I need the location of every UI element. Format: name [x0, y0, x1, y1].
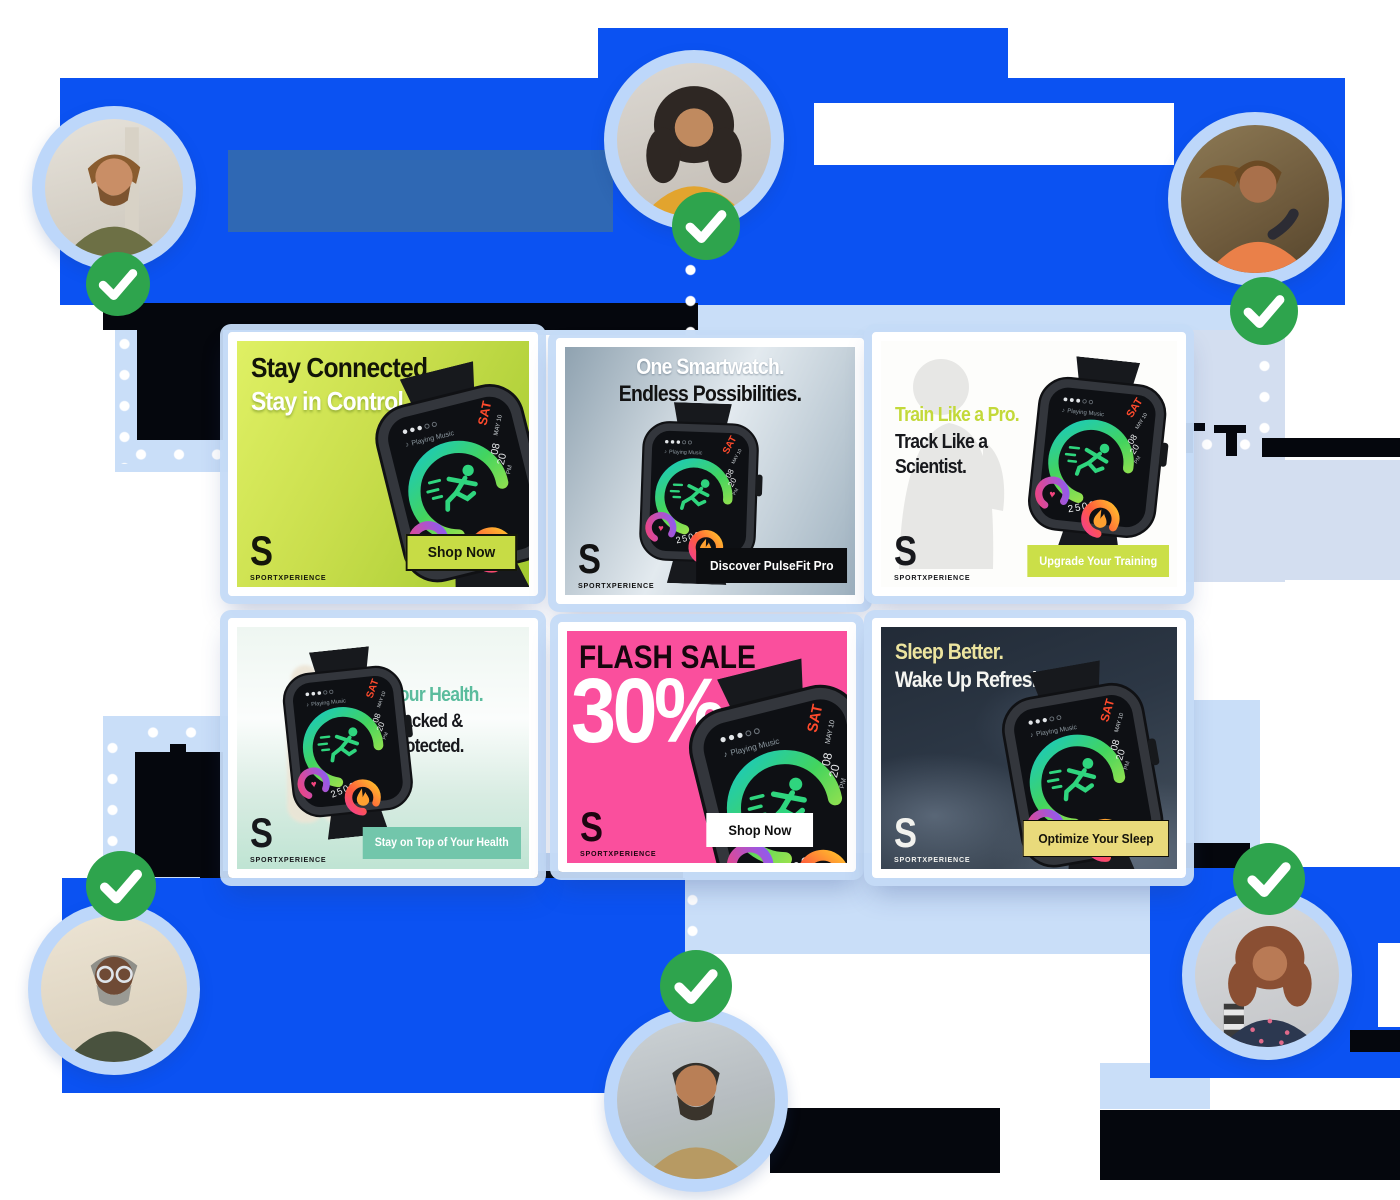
card-subheadline: Wake Up Refreshed.	[895, 667, 1070, 692]
card-headline: One Smartwatch.	[636, 354, 784, 379]
avatar-bottom-right	[1182, 890, 1352, 1060]
decor-dots	[686, 892, 699, 954]
cta-button[interactable]: Discover PulseFit Pro	[695, 548, 847, 583]
decor-dots	[118, 336, 131, 464]
brand-logo-name: SPORTXPERIENCE	[578, 580, 655, 590]
decor-dots	[146, 726, 204, 739]
avatar-photo	[41, 916, 187, 1062]
approval-check-icon	[1230, 277, 1298, 345]
cta-button[interactable]: Upgrade Your Training	[1027, 545, 1169, 577]
avatar-top-right	[1168, 112, 1342, 286]
cta-button[interactable]: Optimize Your Sleep	[1022, 820, 1169, 857]
decor-dots	[106, 740, 119, 854]
brand-logo-letter: S	[578, 534, 601, 582]
decor-dots	[134, 448, 230, 461]
person-icon	[1220, 926, 1319, 1047]
cta-button[interactable]: Stay on Top of Your Health	[363, 827, 521, 859]
brand-logo: S SPORTXPERIENCE	[894, 526, 974, 582]
black-block-left	[137, 320, 223, 440]
brand-logo-letter: S	[250, 808, 273, 856]
person-icon	[64, 955, 164, 1062]
avatar-bottom-left	[28, 903, 200, 1075]
avatar-photo	[617, 1021, 775, 1179]
black-glyph-2	[1183, 423, 1205, 431]
ad-card-one-smartwatch[interactable]: One Smartwatch. Endless Possibilities. D…	[556, 338, 864, 604]
brand-logo-name: SPORTXPERIENCE	[250, 572, 327, 582]
person-icon	[642, 1062, 750, 1179]
dark-blue-placeholder	[228, 150, 613, 232]
smartwatch-graphic	[1003, 351, 1177, 567]
card-headline: Sleep Better.	[895, 639, 1004, 664]
brand-logo-name: SPORTXPERIENCE	[894, 854, 971, 864]
decor-dots	[1258, 358, 1271, 438]
black-bar-bottom-center	[770, 1108, 1000, 1173]
person-silhouette	[899, 359, 1005, 569]
person-icon	[1198, 160, 1309, 273]
ad-card-stay-connected[interactable]: Stay Connected. Stay in Control. Shop No…	[228, 332, 538, 596]
brand-logo: S SPORTXPERIENCE	[580, 802, 660, 858]
person-icon	[64, 127, 164, 257]
approval-check-icon	[1233, 843, 1305, 915]
brand-logo-letter: S	[250, 526, 273, 574]
brand-logo: S SPORTXPERIENCE	[578, 534, 658, 590]
card-subheadline: Track Like a Scientist.	[895, 431, 988, 478]
avatar-top-left	[32, 106, 196, 270]
decor-dots	[684, 262, 697, 336]
brand-logo-letter: S	[580, 802, 603, 850]
black-block-row2-left	[135, 752, 223, 877]
avatar-photo	[617, 63, 771, 217]
brand-logo: S SPORTXPERIENCE	[250, 808, 330, 864]
brand-logo-name: SPORTXPERIENCE	[894, 572, 971, 582]
brand-logo-letter: S	[894, 808, 917, 856]
brand-logo-name: SPORTXPERIENCE	[250, 854, 327, 864]
ad-card-your-health[interactable]: Your Health. Tracked & Protected. Stay o…	[228, 618, 538, 878]
card-headline: Stay Connected.	[251, 352, 434, 383]
avatar-photo	[1181, 125, 1329, 273]
brand-logo-name: SPORTXPERIENCE	[580, 848, 657, 858]
white-fragment-right	[1378, 943, 1400, 1027]
ad-card-train-like-pro[interactable]: Train Like a Pro. Track Like a Scientist…	[872, 332, 1186, 596]
card-headline: FLASH SALE	[579, 639, 756, 675]
panel-right-extension	[1285, 460, 1400, 580]
cta-button[interactable]: Shop Now	[705, 813, 813, 847]
card-subheadline: Endless Possibilities.	[618, 381, 802, 406]
avatar-photo	[1195, 903, 1339, 1047]
brand-logo: S SPORTXPERIENCE	[250, 526, 330, 582]
white-placeholder-bar	[814, 103, 1174, 165]
approval-check-icon	[660, 950, 732, 1022]
approval-check-icon	[672, 192, 740, 260]
brand-logo-letter: S	[894, 526, 917, 574]
ad-card-sleep-better[interactable]: Sleep Better. Wake Up Refreshed. Optimiz…	[872, 618, 1186, 878]
cta-button[interactable]: Shop Now	[405, 534, 517, 571]
brand-logo: S SPORTXPERIENCE	[894, 808, 974, 864]
approval-check-icon	[86, 252, 150, 316]
black-dash-right	[1350, 1030, 1400, 1052]
avatar-photo	[45, 119, 183, 257]
black-bar-bottom-right	[1100, 1110, 1400, 1180]
card-subheadline: Stay in Control.	[251, 386, 410, 416]
approval-check-icon	[86, 851, 156, 921]
card-headline: Your Health.	[389, 684, 484, 706]
black-tab	[170, 744, 186, 754]
avatar-bottom-center	[604, 1008, 788, 1192]
card-headline: Train Like a Pro.	[895, 404, 1020, 426]
black-bar-right-top	[1262, 438, 1400, 457]
ad-card-flash-sale[interactable]: FLASH SALE 30% Shop Now S SPORTXPERIENCE	[558, 622, 856, 872]
